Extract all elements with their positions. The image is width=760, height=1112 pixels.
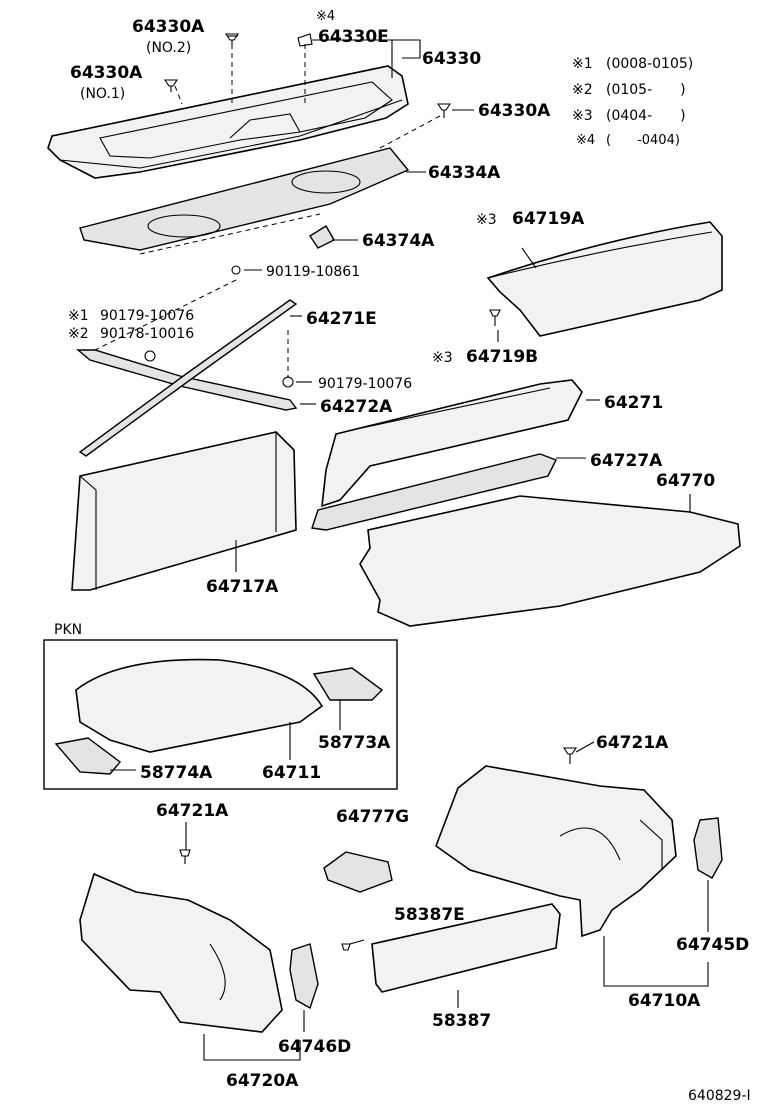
note-4-mark: ※4 [576, 133, 595, 148]
label-64374A: 64374A [362, 231, 435, 251]
label-64334A: 64334A [428, 163, 501, 183]
side-trim-left-64720A [79, 872, 283, 1033]
note-3-range: (0404- ) [606, 108, 686, 124]
label-no1: (NO.1) [80, 86, 125, 102]
note-mark-3-b: ※3 [432, 350, 453, 366]
cover-64711 [75, 658, 324, 753]
note-mark-3-a: ※3 [476, 212, 497, 228]
label-64717A: 64717A [206, 577, 279, 597]
floor-mat-64770 [359, 495, 741, 627]
pkn-kit-frame [43, 639, 398, 790]
note-mark-2: ※2 [68, 326, 89, 342]
jack-holder-64777G [323, 851, 393, 893]
package-tray-trim-64330 [47, 65, 409, 179]
support-brace-64271E [76, 265, 298, 457]
label-58387: 58387 [432, 1011, 491, 1031]
trim-cover-64746D [289, 943, 319, 1010]
note-mark-1: ※1 [68, 308, 89, 324]
trim-board-64717A [71, 431, 297, 591]
pad-58773A [312, 667, 384, 701]
figure-code: 640829-I [688, 1088, 751, 1104]
label-64721A-left: 64721A [156, 801, 229, 821]
package-tray-panel-64334A [79, 147, 410, 251]
label-64330E: 64330E [318, 27, 389, 47]
bracket-64374A [309, 225, 335, 249]
label-64719A: 64719A [512, 209, 585, 229]
back-panel-64271 [321, 379, 583, 508]
note-2-range: (0105- ) [606, 82, 686, 98]
label-64330A-right: 64330A [478, 101, 551, 121]
trim-panel-58387 [371, 903, 561, 993]
label-64271: 64271 [604, 393, 663, 413]
label-64272A: 64272A [320, 397, 393, 417]
label-64330A-no2: 64330A [132, 17, 205, 37]
label-pkn: PKN [54, 622, 82, 638]
pad-58774A [54, 737, 122, 775]
label-64777G: 64777G [336, 807, 409, 827]
note-4-range: ( -0404) [606, 133, 680, 148]
label-64710A: 64710A [628, 991, 701, 1011]
label-64711: 64711 [262, 763, 321, 783]
label-64719B: 64719B [466, 347, 538, 367]
label-90119-10861: 90119-10861 [266, 264, 360, 280]
note-2-mark: ※2 [572, 82, 593, 98]
label-64330A-no1: 64330A [70, 63, 143, 83]
label-64727A: 64727A [590, 451, 663, 471]
luggage-lid-trim-64719A [486, 221, 723, 337]
label-90179-10076-a: 90179-10076 [100, 308, 194, 324]
label-64271E: 64271E [306, 309, 377, 329]
label-90178-10016: 90178-10016 [100, 326, 194, 342]
label-58773A: 58773A [318, 733, 391, 753]
label-no2: (NO.2) [146, 40, 191, 56]
sill-plate-64727A [311, 453, 557, 531]
note-mark-4: ※4 [316, 9, 335, 24]
note-3-mark: ※3 [572, 108, 593, 124]
label-64330: 64330 [422, 49, 481, 69]
label-64721A-right: 64721A [596, 733, 669, 753]
clip-icon [163, 33, 452, 118]
trim-cover-64745D [693, 817, 723, 879]
label-64746D: 64746D [278, 1037, 351, 1057]
label-58774A: 58774A [140, 763, 213, 783]
label-64745D: 64745D [676, 935, 749, 955]
label-90179-10076-b: 90179-10076 [318, 376, 412, 392]
label-64770: 64770 [656, 471, 715, 491]
label-58387E: 58387E [394, 905, 465, 925]
note-1-range: (0008-0105) [606, 56, 693, 72]
label-64720A: 64720A [226, 1071, 299, 1091]
notes-legend: ※1 (0008-0105) ※2 (0105- ) ※3 (0404- ) ※… [572, 56, 693, 148]
side-trim-right-64710A [435, 765, 677, 938]
note-1-mark: ※1 [572, 56, 593, 72]
